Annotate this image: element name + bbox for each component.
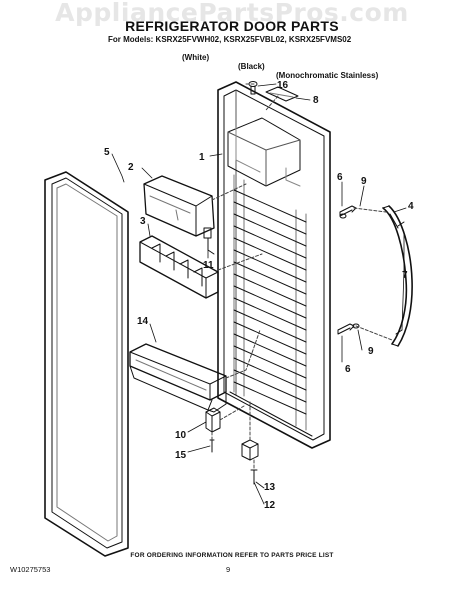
callout-1: 1: [199, 152, 205, 163]
callout-4: 4: [408, 201, 414, 212]
models-line: For Models: KSRX25FVWH02, KSRX25FVBL02, …: [108, 35, 352, 44]
watermark: AppliancePartsPros.com: [55, 0, 409, 27]
callout-5: 5: [104, 147, 110, 158]
callout-16: 16: [277, 80, 289, 91]
callout-6-top: 6: [337, 172, 343, 183]
color-stainless: (Monochromatic Stainless): [276, 71, 379, 80]
color-black: (Black): [238, 62, 265, 71]
callout-14: 14: [137, 316, 149, 327]
callout-15: 15: [175, 450, 187, 461]
door-liner: [217, 81, 331, 449]
callout-13: 13: [264, 482, 276, 493]
handle-screw-bottom: [337, 323, 360, 335]
callout-12: 12: [264, 500, 276, 511]
callout-3: 3: [140, 216, 146, 227]
page-number: 9: [226, 565, 231, 574]
callout-8: 8: [313, 95, 319, 106]
can-rack: [139, 235, 219, 299]
callout-6-bottom: 6: [345, 364, 351, 375]
door-top-trim: [265, 86, 299, 102]
hinge-screw-15: [209, 439, 215, 453]
document-number: W10275753: [10, 565, 51, 574]
callout-11: 11: [203, 260, 214, 271]
dairy-door-cover: [143, 175, 215, 239]
door-stop-bracket: [205, 407, 221, 433]
callout-2: 2: [128, 162, 134, 173]
color-white: (White): [182, 53, 210, 62]
color-variants: (White) (Black) (Monochromatic Stainless…: [182, 44, 378, 80]
ordering-note: FOR ORDERING INFORMATION REFER TO PARTS …: [130, 552, 334, 559]
callout-9-top: 9: [361, 176, 367, 187]
callout-9-bottom: 9: [368, 346, 374, 357]
callout-7: 7: [402, 270, 408, 281]
door-bin: [129, 343, 227, 413]
dairy-door-hinge-pin: [207, 237, 215, 255]
callout-10: 10: [175, 430, 187, 441]
handle-screw-top: [339, 205, 357, 219]
bottom-hinge-bushing: [241, 439, 259, 461]
door-gasket: [44, 171, 129, 557]
door-handle: [382, 205, 413, 347]
page-title: REFRIGERATOR DOOR PARTS: [125, 18, 339, 34]
